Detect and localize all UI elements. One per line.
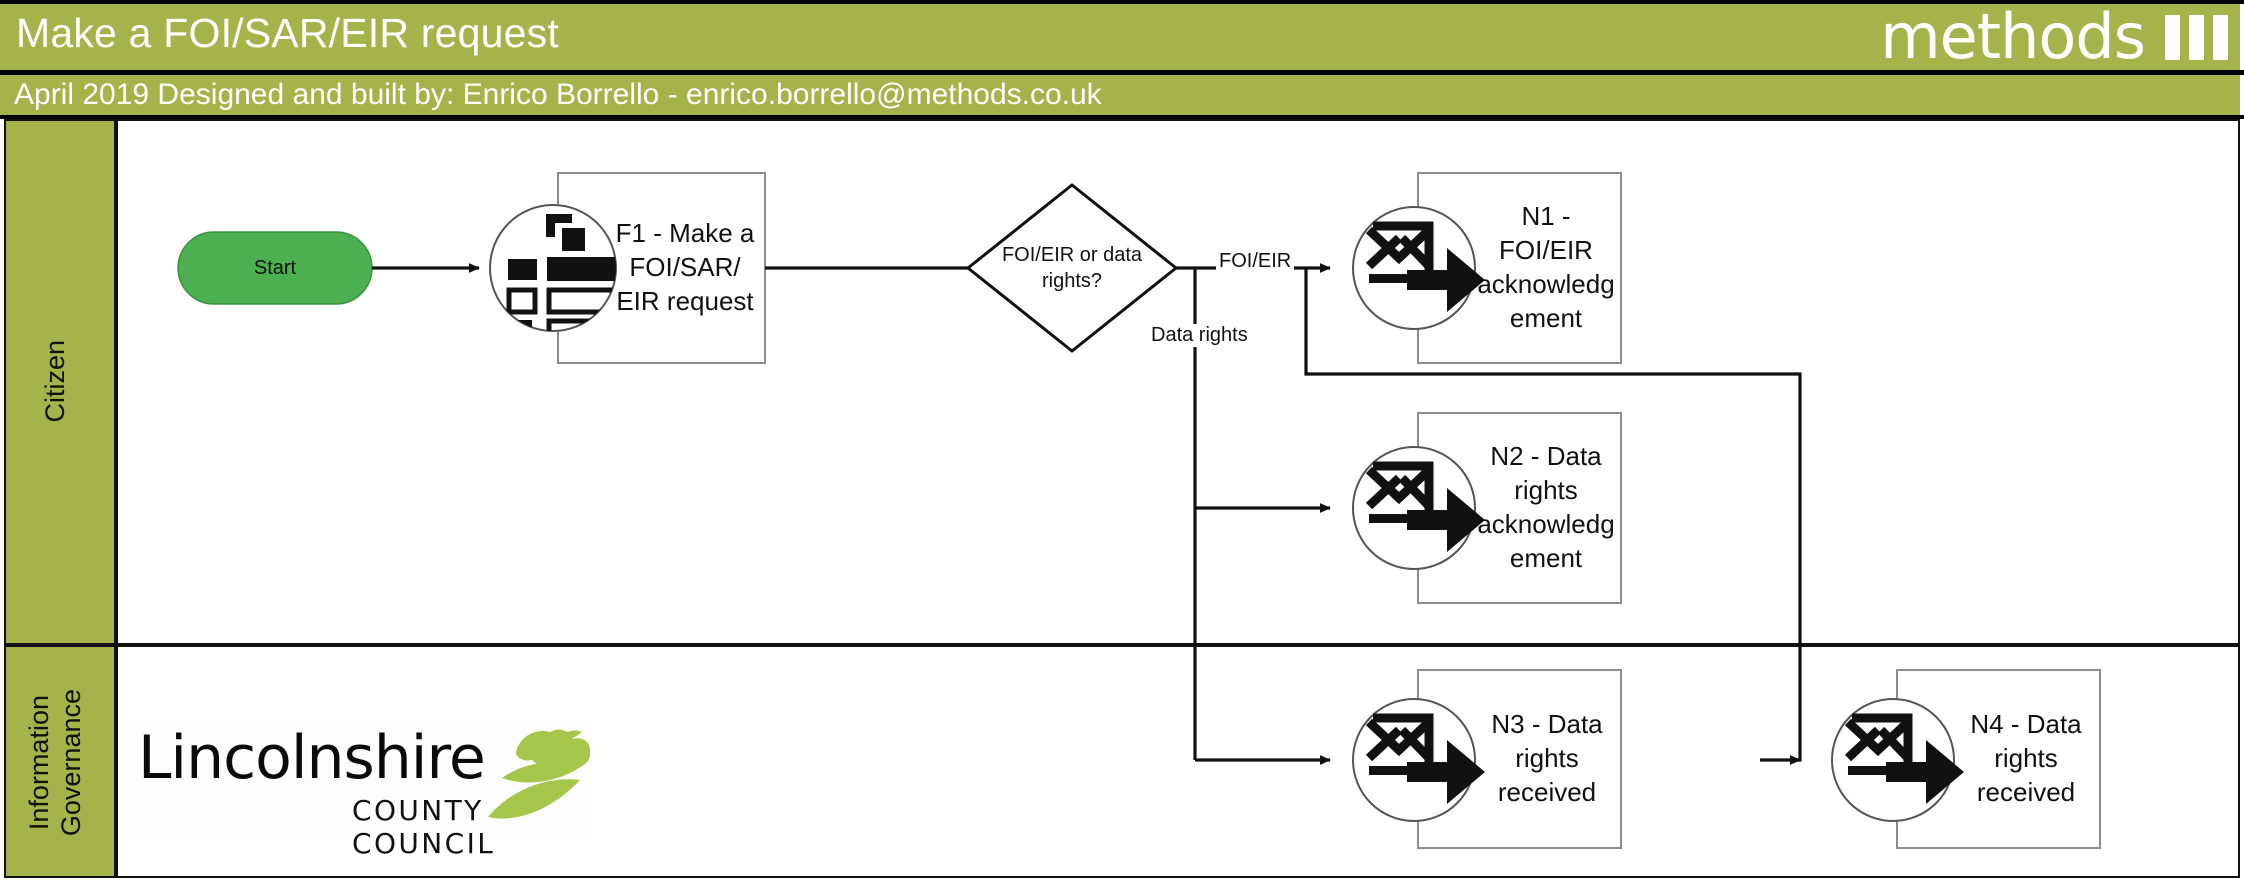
node-n3[interactable] [1352, 669, 1622, 849]
header-rule-middle [0, 70, 2244, 75]
node-n4[interactable] [1831, 669, 2101, 849]
page-subtitle: April 2019 Designed and built by: Enrico… [14, 78, 1102, 111]
node-f1[interactable] [489, 172, 766, 364]
lcc-subtitle: COUNTY COUNCIL [352, 794, 496, 860]
methods-logo: methods [1880, 6, 2228, 68]
node-n1[interactable] [1352, 172, 1622, 364]
lcc-wordmark: Lincolnshire [138, 723, 486, 793]
header-rule-bottom [0, 115, 2244, 119]
lane-header-column [4, 119, 116, 878]
lane-header-divider [4, 643, 116, 647]
email-send-icon [1365, 713, 1485, 804]
node-start-label: Start [253, 256, 297, 279]
email-send-icon [1365, 221, 1485, 312]
node-decision-label: FOI/EIR or data rights? [1001, 244, 1143, 292]
methods-wordmark: methods [1880, 0, 2146, 73]
email-send-icon [1365, 461, 1485, 552]
lincolnshire-county-council-logo: Lincolnshire COUNTY COUNCIL [128, 718, 593, 860]
node-n2[interactable] [1352, 412, 1622, 604]
page-title: Make a FOI/SAR/EIR request [16, 10, 559, 56]
node-decision[interactable] [965, 183, 1179, 353]
edge-label-foi-eir: FOI/EIR [1216, 250, 1295, 273]
header-title-bar [0, 4, 2240, 70]
header-subtitle-bar [0, 75, 2240, 115]
lcc-flower-icon [488, 729, 591, 819]
header-rule-top [0, 0, 2244, 4]
edge-label-data-rights: Data rights [1148, 324, 1251, 347]
lane-divider [116, 643, 2240, 647]
email-send-icon [1844, 713, 1964, 804]
methods-bars-icon [2165, 14, 2228, 60]
